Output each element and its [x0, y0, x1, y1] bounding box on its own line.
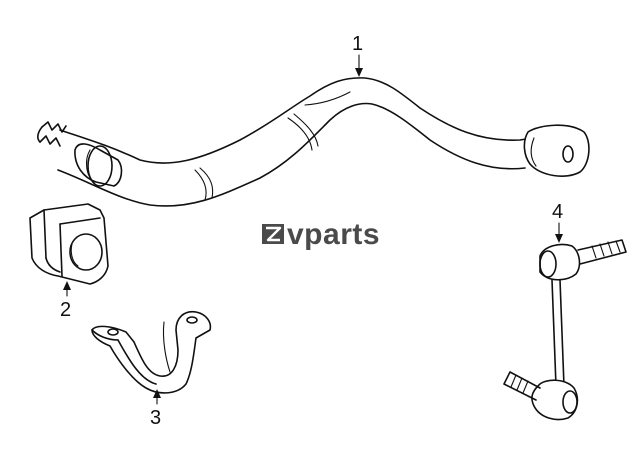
callout-2: 2	[60, 281, 71, 321]
stabilizer-bushing	[29, 203, 109, 285]
callout-4: 4	[552, 201, 563, 243]
stabilizer-bar	[37, 77, 590, 207]
callout-4-label: 4	[552, 201, 563, 223]
stabilizer-link	[503, 239, 627, 421]
callout-3-label: 3	[150, 407, 161, 429]
callout-2-label: 2	[60, 299, 71, 321]
callout-3: 3	[150, 389, 161, 429]
watermark: vparts	[262, 218, 380, 251]
watermark-brand: vparts	[287, 218, 380, 251]
zv-logo-icon	[262, 224, 284, 244]
callout-1: 1	[352, 33, 363, 77]
bushing-bracket	[91, 310, 212, 394]
callout-1-label: 1	[352, 33, 363, 55]
